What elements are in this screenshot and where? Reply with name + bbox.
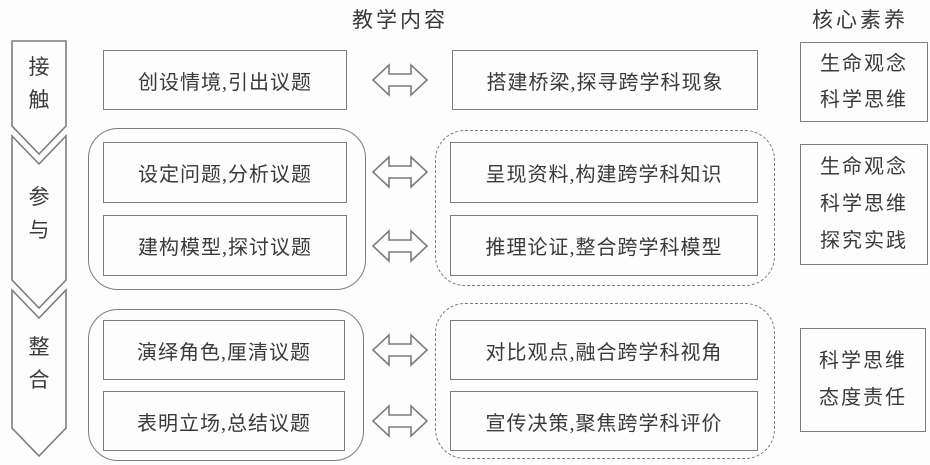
double-arrow-icon (371, 63, 429, 97)
competency-box-2: 生命观念 科学思维 探究实践 (800, 144, 928, 265)
competency-box-3: 科学思维 态度责任 (800, 328, 926, 432)
teaching-content-header: 教学内容 (352, 8, 448, 32)
stage-label-contact: 接触 (28, 55, 50, 112)
content-box-2: 呈现资料,构建跨学科知识 (450, 142, 758, 203)
stage-label-integrate: 整合 (28, 335, 50, 392)
content-box-4: 对比观点,融合跨学科视角 (450, 320, 758, 380)
activity-box-3: 建构模型,探讨议题 (103, 215, 347, 276)
activity-box-1: 创设情境,引出议题 (103, 50, 347, 110)
stage-chevron-1 (11, 40, 67, 156)
activity-group-3-container (88, 309, 364, 461)
competency-box-1: 生命观念 科学思维 (800, 42, 928, 122)
activity-box-4: 演绎角色,厘清议题 (103, 320, 345, 380)
double-arrow-icon (371, 404, 429, 438)
stage-chevron-2 (11, 134, 67, 310)
content-group-2-container (435, 130, 775, 286)
activity-box-5: 表明立场,总结议题 (103, 391, 345, 451)
double-arrow-icon (371, 333, 429, 367)
content-box-3: 推理论证,整合跨学科模型 (450, 215, 758, 276)
stage-label-participate: 参与 (28, 185, 50, 242)
activity-box-2: 设定问题,分析议题 (103, 142, 347, 203)
content-group-3-container (435, 303, 775, 459)
double-arrow-icon (371, 229, 429, 263)
double-arrow-icon (371, 155, 429, 189)
activity-group-2-container (88, 128, 366, 290)
core-literacy-header: 核心素养 (812, 8, 908, 32)
stage-chevron-3 (11, 288, 67, 458)
content-box-5: 宣传决策,聚焦跨学科评价 (450, 391, 758, 451)
content-box-1: 搭建桥梁,探寻跨学科现象 (452, 50, 758, 110)
